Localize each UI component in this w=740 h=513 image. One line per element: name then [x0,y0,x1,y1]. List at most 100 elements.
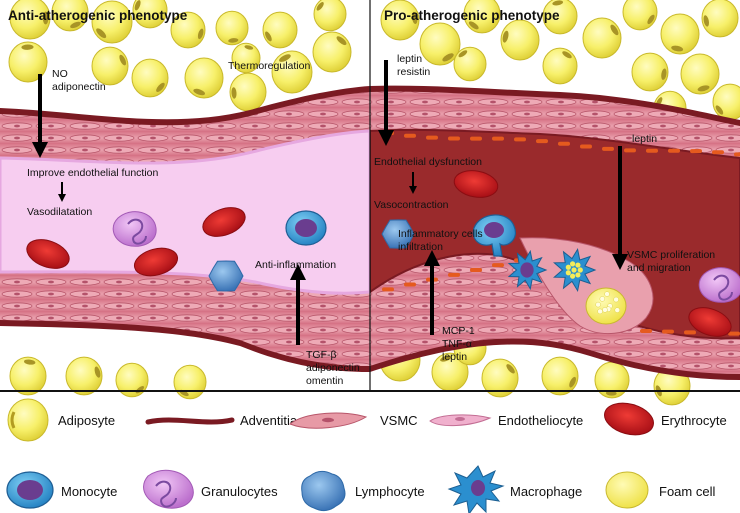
right-panel-title: Pro-atherogenic phenotype [384,8,560,23]
left-panel-title: Anti-atherogenic phenotype [8,8,188,23]
granulocyte-icon [143,469,194,509]
adipocyte [271,50,313,94]
label-vasodilatation: Vasodilatation [27,206,92,218]
label-adiponectin-2: adiponectin [306,362,360,374]
label-tnf-alpha: TNF-α [442,338,472,350]
adipocyte [701,0,739,38]
macrophage [552,247,597,293]
adipocyte [132,0,168,29]
macrophage [507,249,548,291]
granulocyte [698,267,740,303]
legend-label-vsmc: VSMC [380,413,418,428]
adipocyte [594,361,630,399]
foam-cell-icon [605,471,649,509]
legend-label-macrophage: Macrophage [510,484,582,499]
label-vasocontraction: Vasocontraction [374,199,449,211]
adipocyte [9,356,47,396]
adipocyte [431,352,469,392]
label-and-migration: and migration [627,262,691,274]
adipocyte [231,42,261,74]
adipocyte [660,13,700,55]
erythrocyte [453,170,499,198]
legend-adipocyte: Adiposyte [7,398,115,442]
adipocyte [542,47,578,85]
label-endothelial-dysfunction: Endothelial dysfunction [374,156,482,168]
adipocyte [65,356,103,396]
adipocyte [712,83,740,121]
adipocyte [173,364,207,400]
legend-macrophage: Macrophage [447,465,582,513]
legend-label-adipocyte: Adiposyte [58,413,115,428]
legend-lymphocyte: Lymphocyte [301,470,425,512]
adipocyte [91,46,129,86]
erythrocyte [202,207,246,237]
adipocyte [51,0,89,32]
adipocyte [631,52,669,92]
legend-label-monocyte: Monocyte [61,484,117,499]
monocyte [285,210,327,246]
legend-label-erythrocyte: Erythrocyte [661,413,727,428]
erythrocyte-icon [604,402,654,436]
legend-endotheliocyte: Endotheliocyte [429,413,583,428]
legend-label-adventitia: Adventitia [240,413,298,428]
label-leptin-mcp: leptin [442,351,467,363]
legend-monocyte: Monocyte [6,471,117,509]
healthy-vessel [0,86,370,372]
adventitia-icon [145,417,235,425]
label-vsmc-proliferation: VSMC proliferation [627,249,715,261]
adipocyte [229,72,267,112]
label-omentin: omentin [306,375,344,387]
arrows [32,60,628,345]
legend-label-foam-cell: Foam cell [659,484,715,499]
erythrocyte [133,247,179,277]
label-resistin: resistin [397,66,430,78]
label-leptin: leptin [397,53,422,65]
label-improve-endothelial: Improve endothelial function [27,167,158,179]
monocyte-infiltrating [472,214,516,257]
adipocyte-icon [7,398,49,442]
adipocyte [170,11,206,49]
legend-foam-cell: Foam cell [605,471,715,509]
dysfunctional-endothelium [382,131,740,336]
adipocyte [541,356,579,396]
legend-label-granulocytes: Granulocytes [201,484,278,499]
legend-adventitia: Adventitia [145,413,298,428]
legend-label-lymphocyte: Lymphocyte [355,484,425,499]
lymphocyte-icon [301,470,346,512]
legend-vsmc: VSMC [289,412,418,429]
legend: Adiposyte Adventitia VSMC Endotheliocyte… [6,398,727,513]
adipocyte [131,58,169,98]
adipocyte [262,11,298,49]
adipocyte [380,0,420,41]
adipocyte [312,31,352,73]
label-leptin-right: leptin [632,133,657,145]
label-anti-inflammation: Anti-inflammation [255,259,336,271]
adipocyte [419,22,461,66]
label-adiponectin: adiponectin [52,81,106,93]
adipocyte [313,0,347,32]
lymphocyte [381,219,415,249]
diseased-vessel [370,85,740,380]
label-infiltration: infiltration [398,241,443,253]
label-tgf-beta: TGF-β [306,349,337,361]
adipocyte [453,46,487,82]
legend-granulocytes: Granulocytes [143,469,278,509]
legend-erythrocyte: Erythrocyte [604,402,727,436]
adipocyte [500,19,540,61]
foam-cell [585,287,627,325]
adipocyte [680,53,720,95]
legend-label-endotheliocyte: Endotheliocyte [498,413,583,428]
adipocyte [9,0,51,40]
adipocyte [622,0,658,31]
erythrocyte [688,307,732,337]
adipocyte [184,57,224,99]
adipocyte [463,0,501,34]
adipocyte [542,0,578,35]
label-inflammatory-cells: Inflammatory cells [398,228,483,240]
label-thermoregulation: Thermoregulation [228,60,310,72]
label-no: NO [52,68,68,80]
lymphocyte [208,260,244,292]
adipocyte [481,358,519,398]
adipocyte [91,0,133,44]
